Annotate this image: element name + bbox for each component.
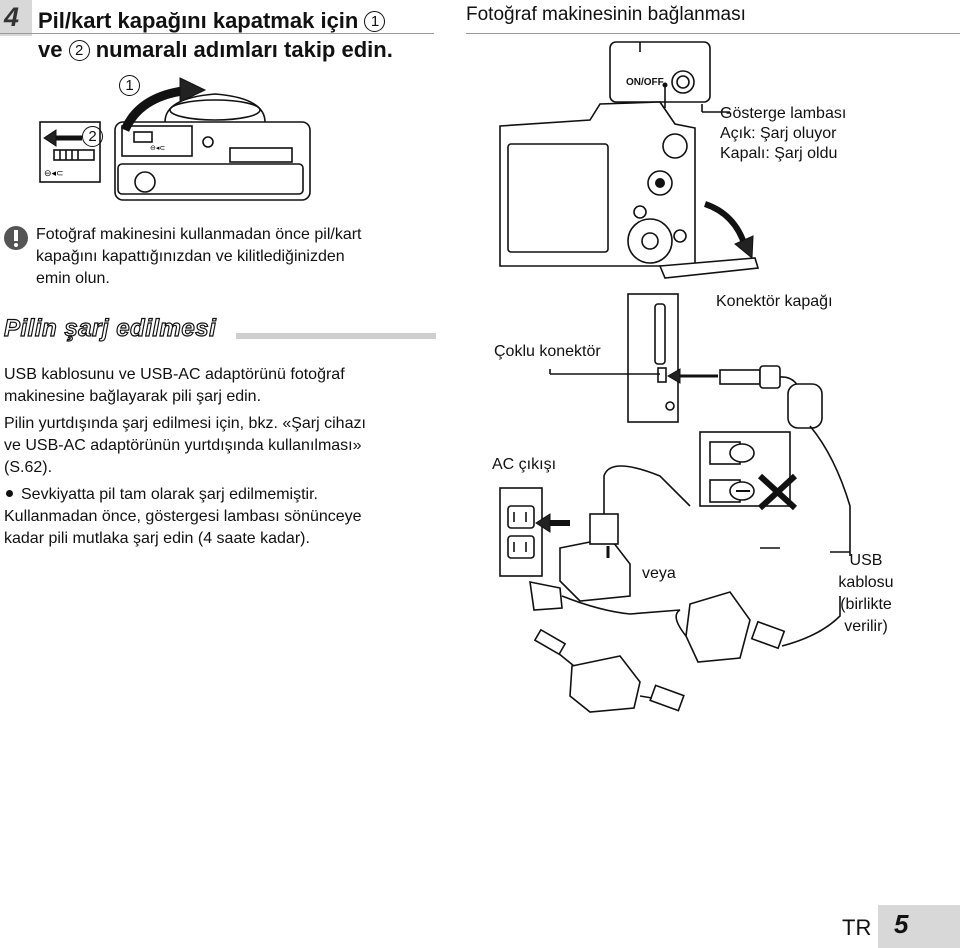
usb-cable-label: USB kablosu (birlikte verilir)	[828, 550, 904, 638]
multi-connector-label: Çoklu konektör	[494, 343, 601, 360]
camera-connection-illustration	[499, 41, 851, 713]
usb-cable-line-1: USB	[849, 552, 883, 569]
section-title-rule	[236, 333, 436, 339]
callout-2-label: 2	[82, 126, 103, 147]
or-label: veya	[642, 565, 676, 582]
paragraph-2: Pilin yurtdışında şarj edilmesi için, bk…	[4, 413, 444, 479]
bullet-note: Sevkiyatta pil tam olarak şarj edilmemiş…	[4, 484, 444, 550]
step-circle-2: 2	[68, 40, 90, 61]
step-heading-prefix: ve	[38, 37, 63, 62]
paragraph-2-line-3: (S.62).	[4, 459, 53, 476]
bullet-line-2: Kullanmadan önce, göstergesi lambası sön…	[4, 508, 362, 525]
bullet-line-1: Sevkiyatta pil tam olarak şarj edilmemiş…	[21, 486, 318, 503]
warning-line-3: emin olun.	[36, 270, 110, 287]
step-number: 4	[4, 2, 20, 32]
warning-line-2: kapağını kapattığınızdan ve kilitlediğin…	[36, 248, 345, 265]
ac-outlet-label: AC çıkışı	[492, 456, 557, 473]
callout-1-label: 1	[119, 75, 140, 96]
footer-page-number: 5	[894, 909, 909, 939]
step-number-box	[0, 0, 32, 36]
right-section-title: Fotoğraf makinesinin bağlanması	[466, 4, 746, 25]
step-heading: Pil/kart kapağını kapatmak için 1 ve 2 n…	[38, 6, 393, 64]
warning-text: Fotoğraf makinesini kullanmadan önce pil…	[36, 224, 436, 290]
exclamation-icon	[4, 226, 28, 250]
connector-cover-label: Konektör kapağı	[716, 293, 833, 310]
paragraph-1-line-2: makinesine bağlayarak pili şarj edin.	[4, 388, 262, 405]
paragraph-1: USB kablosunu ve USB-AC adaptörünü fotoğ…	[4, 364, 444, 408]
footer-language: TR	[842, 915, 872, 940]
footer-page-box	[878, 905, 960, 948]
paragraph-2-line-1: Pilin yurtdışında şarj edilmesi için, bk…	[4, 415, 366, 432]
step-heading-line1: Pil/kart kapağını kapatmak için	[38, 8, 359, 33]
bullet-icon	[6, 490, 13, 497]
indicator-line-3: Kapalı: Şarj oldu	[720, 145, 838, 162]
step-heading-suffix: numaralı adımları takip edin.	[95, 37, 393, 62]
indicator-label: Gösterge lambası Açık: Şarj oluyor Kapal…	[720, 104, 846, 164]
section-title: Pilin şarj edilmesi	[3, 314, 217, 342]
heading-underline	[0, 33, 434, 34]
step-circle-1: 1	[364, 11, 386, 32]
on-off-label: ON/OFF	[626, 77, 664, 88]
svg-text:⊖◂⊂: ⊖◂⊂	[150, 145, 165, 152]
usb-cable-line-4: verilir)	[844, 618, 888, 635]
indicator-line-1: Gösterge lambası	[720, 105, 847, 122]
indicator-line-2: Açık: Şarj oluyor	[720, 125, 837, 142]
right-title-underline	[466, 33, 960, 34]
bullet-line-3: kadar pili mutlaka şarj edin (4 saate ka…	[4, 530, 310, 547]
paragraph-2-line-2: ve USB-AC adaptörünün yurtdışında kullan…	[4, 437, 362, 454]
battery-cover-illustration: ⊖◂⊂ ⊖◂⊂	[39, 77, 311, 201]
callout-2: 2	[82, 126, 103, 147]
paragraph-1-line-1: USB kablosunu ve USB-AC adaptörünü fotoğ…	[4, 366, 345, 383]
usb-cable-line-3: (birlikte	[840, 596, 892, 613]
warning-line-1: Fotoğraf makinesini kullanmadan önce pil…	[36, 226, 362, 243]
svg-text:⊖◂⊂: ⊖◂⊂	[44, 168, 64, 178]
usb-cable-line-2: kablosu	[838, 574, 894, 591]
callout-1: 1	[119, 75, 140, 96]
